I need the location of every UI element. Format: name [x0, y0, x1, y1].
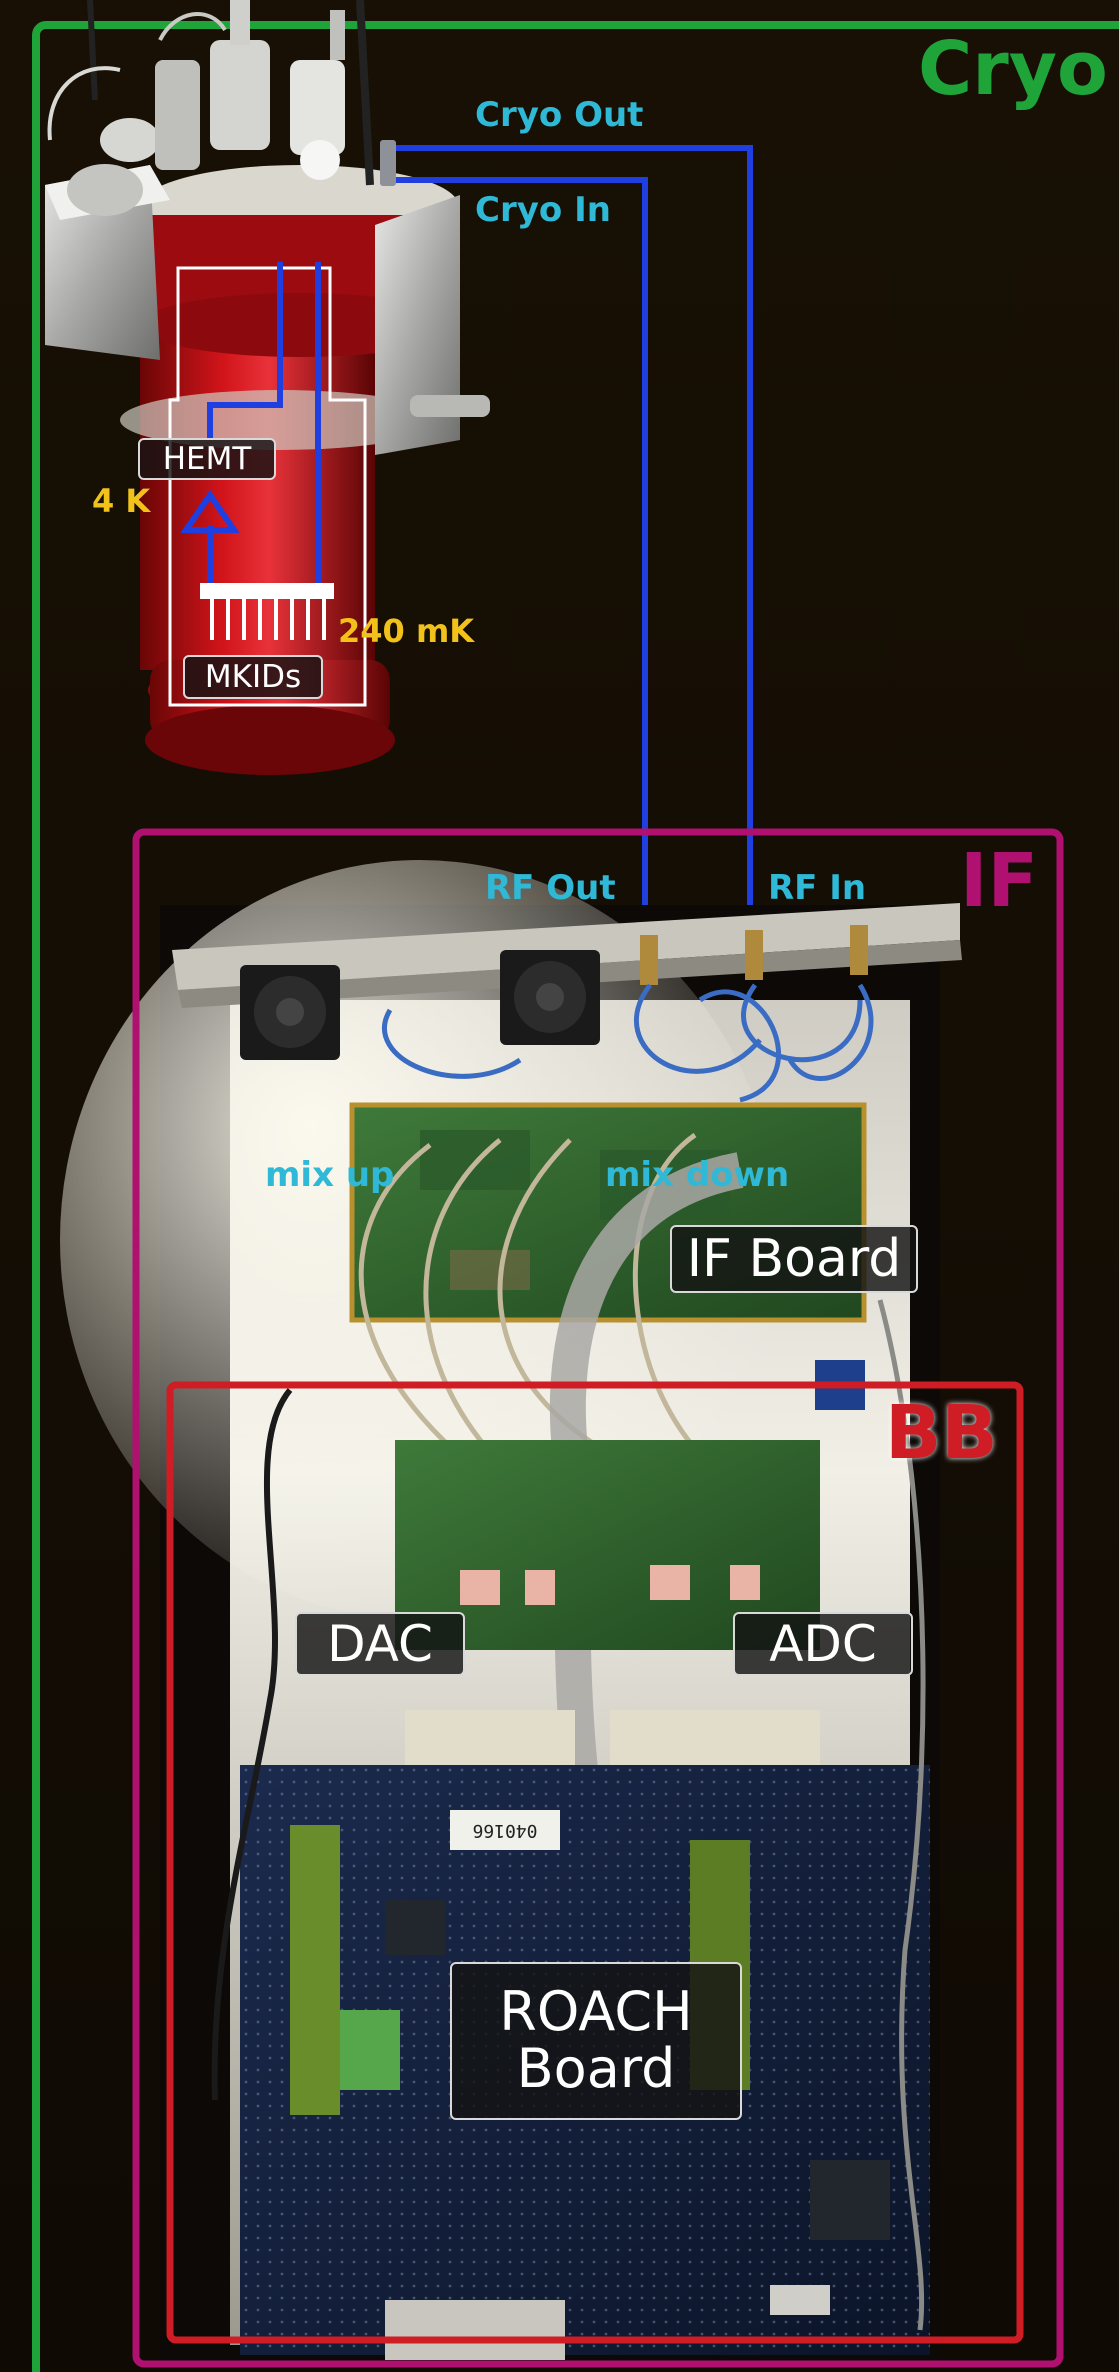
- roach-board-label: ROACH Board: [450, 1962, 742, 2120]
- cryo-port: [380, 140, 396, 186]
- roach-label-line1: ROACH: [499, 1984, 692, 2041]
- cryo-title: Cryo: [918, 26, 1108, 112]
- mix-down-label: mix down: [605, 1155, 789, 1195]
- temp-240mk-label: 240 mK: [338, 612, 474, 650]
- dac-label: DAC: [295, 1612, 465, 1676]
- adc-label: ADC: [733, 1612, 913, 1676]
- cryo-out-label: Cryo Out: [475, 95, 643, 135]
- if-title: IF: [960, 838, 1038, 924]
- mix-up-label: mix up: [265, 1155, 394, 1195]
- roach-label-line2: Board: [517, 2041, 676, 2098]
- rf-in-label: RF In: [768, 868, 866, 908]
- bb-title: BB: [885, 1390, 998, 1476]
- cryo-in-label: Cryo In: [475, 190, 611, 230]
- serial-sticker: 040166: [455, 1815, 555, 1845]
- temp-4k-label: 4 K: [92, 482, 150, 520]
- rf-out-label: RF Out: [485, 868, 616, 908]
- hemt-label: HEMT: [138, 438, 276, 480]
- if-board-label: IF Board: [670, 1225, 918, 1293]
- mkids-label: MKIDs: [183, 655, 323, 699]
